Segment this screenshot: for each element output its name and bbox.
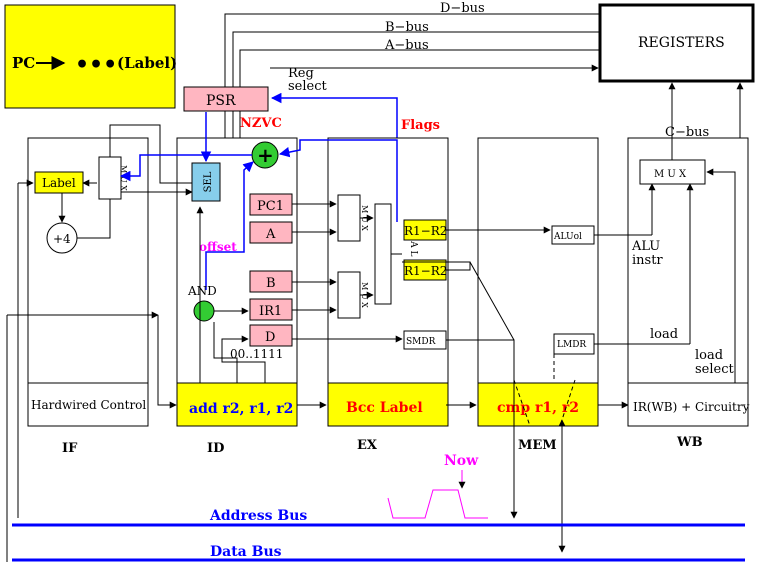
wb-load-select-1: load	[695, 348, 723, 363]
stage-if-label: IF	[62, 441, 78, 456]
wb-load: load	[650, 327, 678, 342]
mem-r1r2-link	[469, 261, 515, 341]
wb-control-label: IR(WB) + Circuitry	[633, 400, 750, 414]
svg-text:select: select	[288, 79, 327, 94]
id-reg-a: A	[249, 221, 293, 244]
svg-text:+4: +4	[53, 232, 71, 246]
mem-wires	[513, 183, 694, 553]
now-label: Now	[444, 453, 479, 469]
ex-r1r2-top: R1−R2	[403, 219, 447, 241]
registers-label: REGISTERS	[638, 35, 725, 51]
if-label-register: Label	[34, 171, 84, 194]
id-reg-ir1: IR1	[249, 298, 293, 321]
svg-text:R1−R2: R1−R2	[404, 264, 447, 278]
svg-text:ALUol: ALUol	[553, 232, 582, 242]
a-bus-label: A−bus	[384, 38, 429, 53]
data-bus: Data Bus	[12, 544, 745, 562]
id-instruction: add r2, r1, r2	[189, 401, 293, 417]
stage-mem-label: MEM	[518, 438, 557, 453]
svg-text:LMDR: LMDR	[557, 340, 586, 350]
id-black-wires	[196, 200, 403, 409]
svg-text:SMDR: SMDR	[406, 337, 436, 347]
if-plus4: +4	[46, 222, 78, 254]
stage-mem: cmp r1, r2	[477, 137, 599, 427]
svg-text:M U X: M U X	[654, 169, 687, 180]
wb-alu-instr-2: instr	[632, 253, 663, 268]
mem-instruction: cmp r1, r2	[497, 400, 579, 416]
svg-text:IR1: IR1	[259, 304, 282, 319]
legend-box: PC ••• (Label)	[4, 4, 177, 109]
flags-label: Flags	[401, 118, 440, 133]
hardwired-control-label: Hardwired Control	[31, 398, 146, 412]
svg-text:Data Bus: Data Bus	[210, 544, 282, 560]
svg-text:Address Bus: Address Bus	[209, 508, 307, 524]
d-bus-label: D−bus	[440, 1, 485, 16]
mem-lmdr: LMDR	[553, 333, 595, 355]
id-reg-b: B	[249, 270, 293, 293]
id-reg-d: D	[249, 324, 293, 347]
address-bus: Address Bus	[12, 508, 745, 527]
id-blue-wires	[119, 112, 398, 290]
id-const: 00..1111	[230, 347, 283, 361]
wb-wires	[668, 82, 744, 383]
svg-text:SEL: SEL	[203, 171, 214, 192]
registers-block: REGISTERS	[598, 3, 755, 83]
psr-label: PSR	[206, 93, 236, 109]
stage-id-label: ID	[207, 441, 224, 456]
legend-label: (Label)	[117, 54, 177, 72]
svg-text:A L U: A L U	[408, 240, 418, 267]
svg-text:Reg: Reg	[288, 66, 314, 81]
id-adder: +	[251, 141, 279, 169]
svg-text:A: A	[265, 227, 276, 242]
svg-text:D: D	[265, 330, 275, 345]
svg-text:R1−R2: R1−R2	[404, 224, 447, 238]
id-sel-box: SEL	[191, 162, 221, 202]
stage-wb-label: WB	[676, 435, 703, 450]
ex-instruction: Bcc Label	[346, 400, 423, 416]
legend-dots: •••	[75, 52, 117, 78]
id-and-gate: AND	[187, 284, 217, 322]
legend-pc: PC	[12, 54, 35, 72]
svg-text:M U X: M U X	[119, 165, 128, 191]
if-wires	[6, 124, 193, 562]
wb-load-select-2: select	[695, 362, 734, 377]
svg-text:Label: Label	[42, 176, 76, 190]
c-bus-label: C−bus	[665, 125, 709, 140]
wb-alu-instr-1: ALU	[631, 239, 660, 254]
offset-label: offset	[199, 240, 237, 254]
svg-text:PC1: PC1	[257, 199, 284, 214]
b-bus-label: B−bus	[385, 20, 429, 35]
stage-ex-label: EX	[357, 438, 378, 453]
svg-text:+: +	[257, 143, 274, 167]
psr-register: PSR	[183, 86, 269, 112]
svg-text:AND: AND	[187, 284, 217, 298]
id-reg-pc1: PC1	[249, 193, 293, 216]
reg-select: Reg select	[270, 64, 599, 94]
wb-mux: M U X	[639, 159, 706, 185]
mem-aluol: ALUol	[551, 225, 595, 245]
ex-smdr: SMDR	[403, 330, 447, 350]
timing-waveform	[387, 470, 488, 519]
ex-r1r2-bottom: R1−R2	[403, 259, 447, 281]
nzvc-label: NZVC	[240, 116, 282, 131]
svg-text:B: B	[266, 276, 276, 291]
